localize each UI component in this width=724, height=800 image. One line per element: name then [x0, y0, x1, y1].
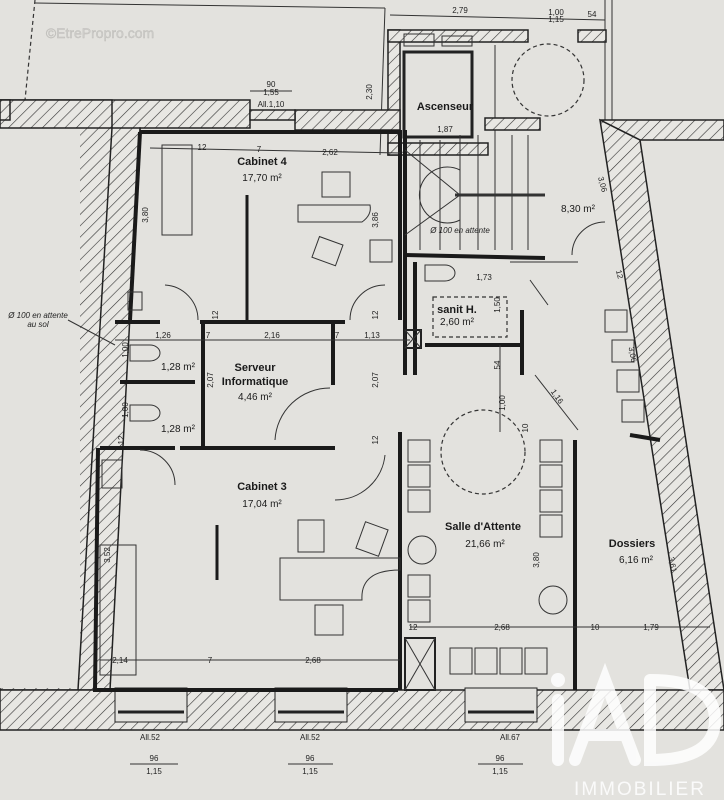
dimension-label: 1,15: [492, 767, 508, 776]
dimension-label: All.1,10: [258, 100, 285, 109]
dimension-label: All.52: [300, 733, 321, 742]
dimension-label: 2,16: [264, 331, 280, 340]
sanit-area: 2,60 m²: [440, 317, 475, 328]
exterior-walls: [0, 99, 724, 731]
dimension-label: 12: [198, 143, 207, 152]
dimension-label: 1,16: [549, 388, 566, 406]
dimension-label: 7: [257, 145, 262, 154]
dimension-label: 12: [117, 435, 126, 444]
dimension-label: 1,26: [155, 331, 171, 340]
dimension-label: 2,62: [322, 148, 338, 157]
dimension-label: 1,50: [493, 297, 502, 313]
dossiers-area: 6,16 m²: [619, 555, 654, 566]
dimension-label: 90: [267, 80, 276, 89]
iad-logo: IMMOBILIER: [551, 662, 722, 800]
note-evacuation-stairs: Ø 100 en attente: [429, 226, 490, 235]
dimension-label: 12: [409, 623, 418, 632]
dimension-label: 1,15: [548, 15, 564, 24]
dimension-label: 3,06: [627, 346, 639, 363]
dossiers-label: Dossiers: [609, 538, 655, 550]
dimension-lines: [100, 90, 710, 765]
dimension-label: 1,15: [146, 767, 162, 776]
dimension-label: 12: [614, 269, 625, 280]
serveur-label-2: Informatique: [222, 376, 289, 388]
dimension-label: 1,00: [121, 342, 130, 358]
elevator-label: Ascenseur: [417, 101, 474, 113]
serveur-label: Serveur: [235, 362, 277, 374]
staircase: [404, 135, 545, 250]
elevator: Ascenseur 1,87: [387, 29, 607, 156]
dimension-label: 3,80: [141, 207, 150, 223]
cabinet4-label: Cabinet 4: [237, 156, 287, 168]
dimension-label: 12: [211, 310, 220, 319]
dimension-label: 2,68: [305, 656, 321, 665]
logo-subtitle: IMMOBILIER: [574, 779, 706, 800]
dimension-label: All.67: [500, 733, 521, 742]
dimension-label: 54: [588, 10, 597, 19]
dimension-label: 2,30: [365, 84, 374, 100]
dimension-texts: 2,79 1,00 1,15 54 2,30 90 1,55 All.1,10 …: [103, 6, 678, 776]
dimension-label: 10: [521, 423, 530, 432]
wc1-area: 1,28 m²: [161, 362, 196, 373]
note-evacuation: Ø 100 en attente: [7, 311, 68, 320]
cabinet3-label: Cabinet 3: [237, 481, 287, 493]
dimension-label: 2,07: [371, 372, 380, 388]
dimension-label: 3,80: [532, 552, 541, 568]
dimension-label: 2,68: [494, 623, 510, 632]
dimension-label: 7: [335, 331, 340, 340]
dimension-label: 1,15: [302, 767, 318, 776]
dimension-label: 1,00: [498, 395, 507, 411]
hall-area: 8,30 m²: [561, 204, 596, 215]
interior-walls: [92, 130, 661, 692]
dimension-label: 1,55: [263, 88, 279, 97]
dimension-label: 2,79: [452, 6, 468, 15]
dimension-label: 1,13: [364, 331, 380, 340]
dimension-label: 96: [150, 754, 159, 763]
attente-label: Salle d'Attente: [445, 521, 521, 533]
dimension-label: 12: [371, 435, 380, 444]
dimension-label: 1,79: [643, 623, 659, 632]
dimension-label: All.52: [140, 733, 161, 742]
doors: [139, 221, 606, 501]
cabinet3-area: 17,04 m²: [242, 499, 282, 510]
cabinet4-area: 17,70 m²: [242, 173, 282, 184]
dimension-label: 3,86: [371, 212, 380, 228]
furniture: [99, 144, 645, 676]
dimension-label: 10: [591, 623, 600, 632]
dimension-label: 3,06: [596, 176, 609, 194]
wc2-area: 1,28 m²: [161, 424, 196, 435]
dimension-label: 54: [493, 360, 502, 369]
note-evacuation-2: au sol: [27, 320, 49, 329]
dimension-label: 1,00: [548, 8, 564, 17]
dimension-label: 1,73: [476, 273, 492, 282]
dimension-label: 7: [206, 331, 211, 340]
room-labels: Cabinet 4 17,70 m² Serveur Informatique …: [161, 156, 655, 566]
dimension-label: 2,14: [112, 656, 128, 665]
serveur-area: 4,46 m²: [238, 392, 273, 403]
dimension-label: 96: [496, 754, 505, 763]
watermark: ©EtrePropro.com: [46, 25, 154, 41]
sanit-label: sanit H.: [437, 304, 477, 316]
dimension-label: 1,87: [437, 125, 453, 134]
dimension-label: 2,07: [206, 372, 215, 388]
dimension-label: 12: [371, 310, 380, 319]
dimension-label: 3,52: [103, 547, 112, 563]
attente-area: 21,66 m²: [465, 539, 505, 550]
notes: Ø 100 en attente au sol Ø 100 en attente: [7, 226, 490, 346]
dimension-label: 7: [208, 656, 213, 665]
dimension-label: 3,61: [667, 556, 679, 573]
dimension-label: 96: [306, 754, 315, 763]
dimension-label: 1,00: [121, 402, 130, 418]
